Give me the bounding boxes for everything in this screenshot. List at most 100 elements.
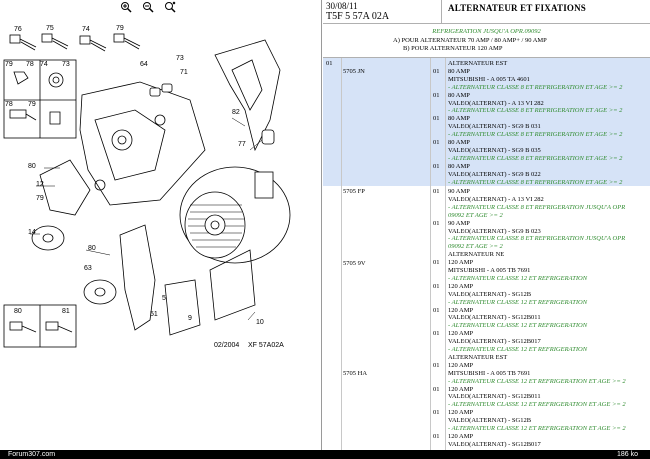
condition-note: - ALTERNATEUR CLASSE 8 ET REFRIGERATION … [448,203,626,211]
part-description[interactable]: 120 AMP [448,330,474,338]
bolt-icon [9,34,37,51]
status-bar: Forum307.com 186 ko [0,450,650,459]
condition-note: - ALTERNATEUR CLASSE 12 ET REFRIGERATION [448,346,588,353]
condition-note: - ALTERNATEUR CLASSE 8 ET REFRIGERATION … [448,178,623,186]
svg-text:64: 64 [140,61,148,68]
parts-list-pane[interactable]: 30/08/11 T5F 5 57A 02A ALTERNATEUR ET FI… [323,0,650,450]
zoom-in-icon[interactable] [118,1,134,14]
part-description[interactable]: 80 AMP [448,67,470,75]
quantity-cell: 01 [433,282,440,290]
quantity-cell: 01 [433,259,440,267]
exploded-parts-diagram[interactable]: 76 75 74 79 79 78 74 73 78 79 73 64 71 8… [0,0,322,450]
quantity-cell: 01 [433,139,440,146]
part-description[interactable]: 80 AMP [448,162,470,170]
quantity-cell: 01 [433,409,440,417]
refrigeration-note: REFRIGERATION JUSQU'A OPR.09092 [432,28,541,35]
subheader-line-a: A) POUR ALTERNATEUR 70 AMP / 80 AMP+ / 9… [393,37,547,44]
svg-text:80: 80 [28,163,36,170]
part-description[interactable]: VALEO(ALTERNAT) - SG12B017 [448,440,541,448]
zoom-toolbar [118,0,178,14]
part-description[interactable]: 120 AMP [448,306,474,314]
page-title: ALTERNATEUR ET FIXATIONS [448,3,587,13]
quantity-cell: 01 [433,432,440,440]
table-row-highlighted[interactable] [323,58,650,186]
quantity-cell: 01 [433,162,440,170]
part-description[interactable]: VALEO(ALTERNAT) - SG9 B 022 [448,170,541,178]
part-description[interactable]: VALEO(ALTERNAT) - SG12B017 [448,338,541,346]
file-size-label: 186 ko [616,451,638,458]
condition-note: - ALTERNATEUR CLASSE 8 ET REFRIGERATION … [448,131,623,139]
part-description[interactable]: 90 AMP [448,188,470,195]
condition-note: - ALTERNATEUR CLASSE 8 ET REFRIGERATION … [448,107,623,115]
condition-note: - ALTERNATEUR CLASSE 12 ET REFRIGERATION [448,274,588,282]
part-description[interactable]: MITSUBISHI - A 005 TA 4601 [448,75,530,83]
part-description[interactable]: MITSUBISHI - A 005 TB 7691 [448,369,531,377]
condition-note: - ALTERNATEUR CLASSE 12 ET REFRIGERATION [448,322,588,330]
quantity-cell: 01 [433,91,440,99]
part-ref[interactable]: 5705 HA [343,370,368,377]
quantity-cell: 01 [433,188,440,195]
svg-text:51: 51 [150,311,158,318]
condition-note: - ALTERNATEUR CLASSE 8 ET REFRIGERATION … [448,154,623,162]
part-description[interactable]: VALEO(ALTERNAT) - SG12B [448,417,532,425]
parts-table: 01 5705 JN 5705 FP 5705 9V 5705 HA ALTER… [323,57,650,450]
diagram-pane[interactable]: 76 75 74 79 79 78 74 73 78 79 73 64 71 8… [0,0,322,459]
quantity-cell: 01 [433,115,440,123]
part-description[interactable]: 120 AMP [448,432,474,440]
condition-note: - ALTERNATEUR CLASSE 8 ET REFRIGERATION … [448,83,623,91]
part-description[interactable]: VALEO(ALTERNAT) - A 13 VI 282 [448,195,544,203]
svg-text:79: 79 [36,195,44,202]
part-description[interactable]: VALEO(ALTERNAT) - SG9 B 035 [448,146,541,154]
svg-text:73: 73 [176,55,184,62]
header-date: 30/08/11 [326,1,358,11]
part-description[interactable]: 120 AMP [448,282,474,290]
diagram-date: 02/2004 [214,342,239,349]
part-description[interactable]: VALEO(ALTERNAT) - SG12B011 [448,393,541,401]
diagram-ref: XF 57A02A [248,342,284,349]
column-rule [445,58,446,450]
svg-text:63: 63 [84,265,92,272]
part-description[interactable]: 80 AMP [448,91,470,99]
quantity-cell: 01 [433,361,440,369]
svg-text:78: 78 [26,61,34,68]
part-description[interactable]: VALEO(ALTERNAT) - A 13 VI 282 [448,99,544,107]
part-description[interactable]: ALTERNATEUR NE [448,251,505,259]
condition-note: - ALTERNATEUR CLASSE 8 ET REFRIGERATION … [448,235,626,243]
part-description[interactable]: MITSUBISHI - A 005 TB 7691 [448,267,531,274]
part-description[interactable]: 120 AMP [448,361,474,369]
part-description[interactable]: VALEO(ALTERNAT) - SG9 B 023 [448,227,541,235]
part-description[interactable]: 120 AMP [448,409,474,417]
quantity-cell: 01 [433,219,440,227]
part-description[interactable]: 80 AMP [448,139,470,146]
row-index: 01 [326,60,333,67]
part-description[interactable]: 120 AMP [448,259,474,267]
zoom-out-icon[interactable] [140,1,156,14]
svg-text:74: 74 [82,26,90,33]
condition-note: - ALTERNATEUR CLASSE 12 ET REFRIGERATION… [448,377,626,385]
part-description[interactable]: VALEO(ALTERNAT) - SG12B011 [448,314,541,322]
part-description[interactable]: 120 AMP [448,385,474,393]
part-description[interactable]: 80 AMP [448,115,470,123]
column-rule [430,58,431,450]
header-code: T5F 5 57A 02A [326,11,390,22]
part-description[interactable]: VALEO(ALTERNAT) - SG9 B 031 [448,123,541,131]
svg-text:80: 80 [88,245,96,252]
svg-text:81: 81 [62,308,70,315]
part-description[interactable]: ALTERNATEUR EST [448,353,508,361]
part-description[interactable]: 90 AMP [448,219,470,227]
svg-text:82: 82 [232,109,240,116]
site-label: Forum307.com [8,451,56,458]
callout-label: 76 [14,26,22,33]
part-description[interactable]: VALEO(ALTERNAT) - SG12B [448,290,532,298]
zoom-fit-icon[interactable] [162,1,178,14]
part-ref[interactable]: 5705 JN [343,68,365,75]
quantity-cell: 01 [433,306,440,314]
svg-text:14: 14 [28,229,36,236]
header-divider [441,0,442,24]
svg-text:78: 78 [5,101,13,108]
svg-text:79: 79 [5,61,13,68]
part-description[interactable]: ALTERNATEUR EST [448,60,508,67]
svg-text:80: 80 [14,308,22,315]
part-ref[interactable]: 5705 9V [343,260,366,267]
part-ref[interactable]: 5705 FP [343,188,365,195]
